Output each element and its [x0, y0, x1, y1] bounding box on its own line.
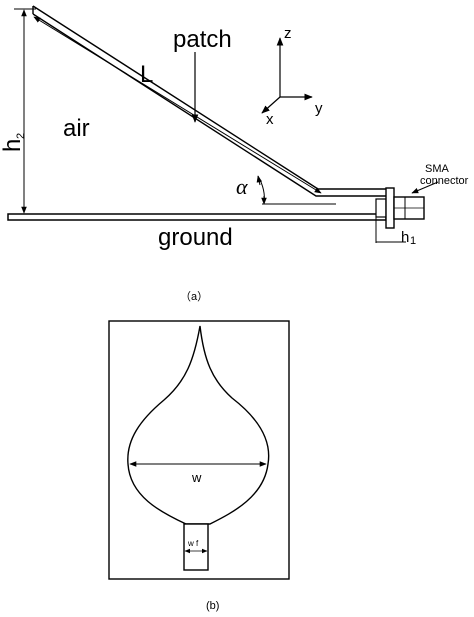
ground-label: ground: [158, 224, 233, 251]
length-dimension: [33, 16, 322, 194]
sma-connector: [375, 187, 425, 229]
h1-dimension: [368, 200, 406, 243]
axis-z-label: z: [284, 25, 292, 42]
caption-b: (b): [206, 600, 219, 612]
coordinate-axes: [261, 37, 313, 114]
h1-label-sub: 1: [410, 235, 416, 247]
feed-line: [183, 523, 209, 571]
sma-pointer: [411, 181, 439, 194]
axis-x-label: x: [266, 111, 274, 128]
angle-label: α: [236, 174, 248, 199]
feed-width-label: w f: [187, 539, 199, 548]
air-label: air: [63, 115, 90, 142]
caption-a: （a）: [180, 290, 208, 303]
axis-y-label: y: [315, 100, 323, 117]
width-label: w: [191, 470, 202, 485]
h1-label-main: h: [401, 229, 409, 246]
h2-label-main: h: [0, 139, 26, 152]
figure-a: patch L air ground α h 2 h 1 SMA connect…: [0, 5, 469, 303]
ground-plane: [7, 213, 387, 221]
length-label: L: [140, 61, 153, 88]
h2-label: h 2: [0, 133, 27, 152]
patch-label: patch: [173, 26, 232, 53]
sma-label-line2: connector: [420, 175, 469, 187]
figure-b: w w f (b): [108, 320, 290, 612]
h2-label-sub: 2: [15, 133, 27, 139]
sma-label-line1: SMA: [425, 163, 450, 175]
teardrop-patch: [127, 325, 270, 525]
